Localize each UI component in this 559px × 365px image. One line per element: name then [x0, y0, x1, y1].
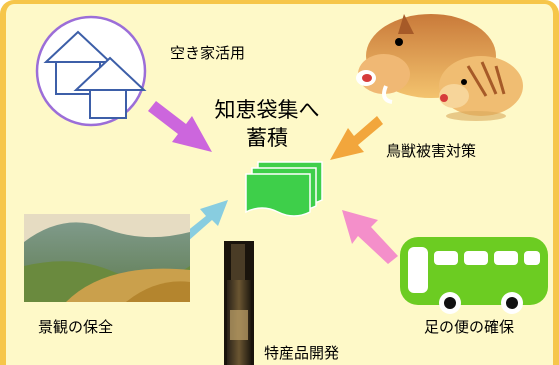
label-specialty: 特産品開発	[264, 344, 340, 362]
label-transport: 足の便の確保	[424, 318, 515, 336]
center-title-line1: 知恵袋集へ	[214, 98, 320, 122]
documents-icon	[245, 161, 323, 217]
label-landscape: 景観の保全	[38, 318, 114, 336]
arrow-landscape	[181, 200, 228, 242]
label-vacant-house: 空き家活用	[170, 44, 246, 62]
bus-icon	[400, 237, 548, 314]
arrow-vacant-house	[148, 101, 212, 152]
center-title-line2: 蓄積	[246, 126, 288, 150]
arrow-wildlife	[330, 116, 383, 160]
house-icon	[35, 15, 147, 127]
bottle-image	[224, 241, 254, 365]
diagram-graphics	[24, 14, 548, 365]
center-title: 知恵袋集へ 蓄積	[202, 96, 332, 152]
landscape-image	[24, 214, 190, 302]
boar-icon	[356, 14, 523, 121]
label-wildlife: 鳥獣被害対策	[386, 142, 477, 160]
arrow-transport	[342, 210, 398, 264]
